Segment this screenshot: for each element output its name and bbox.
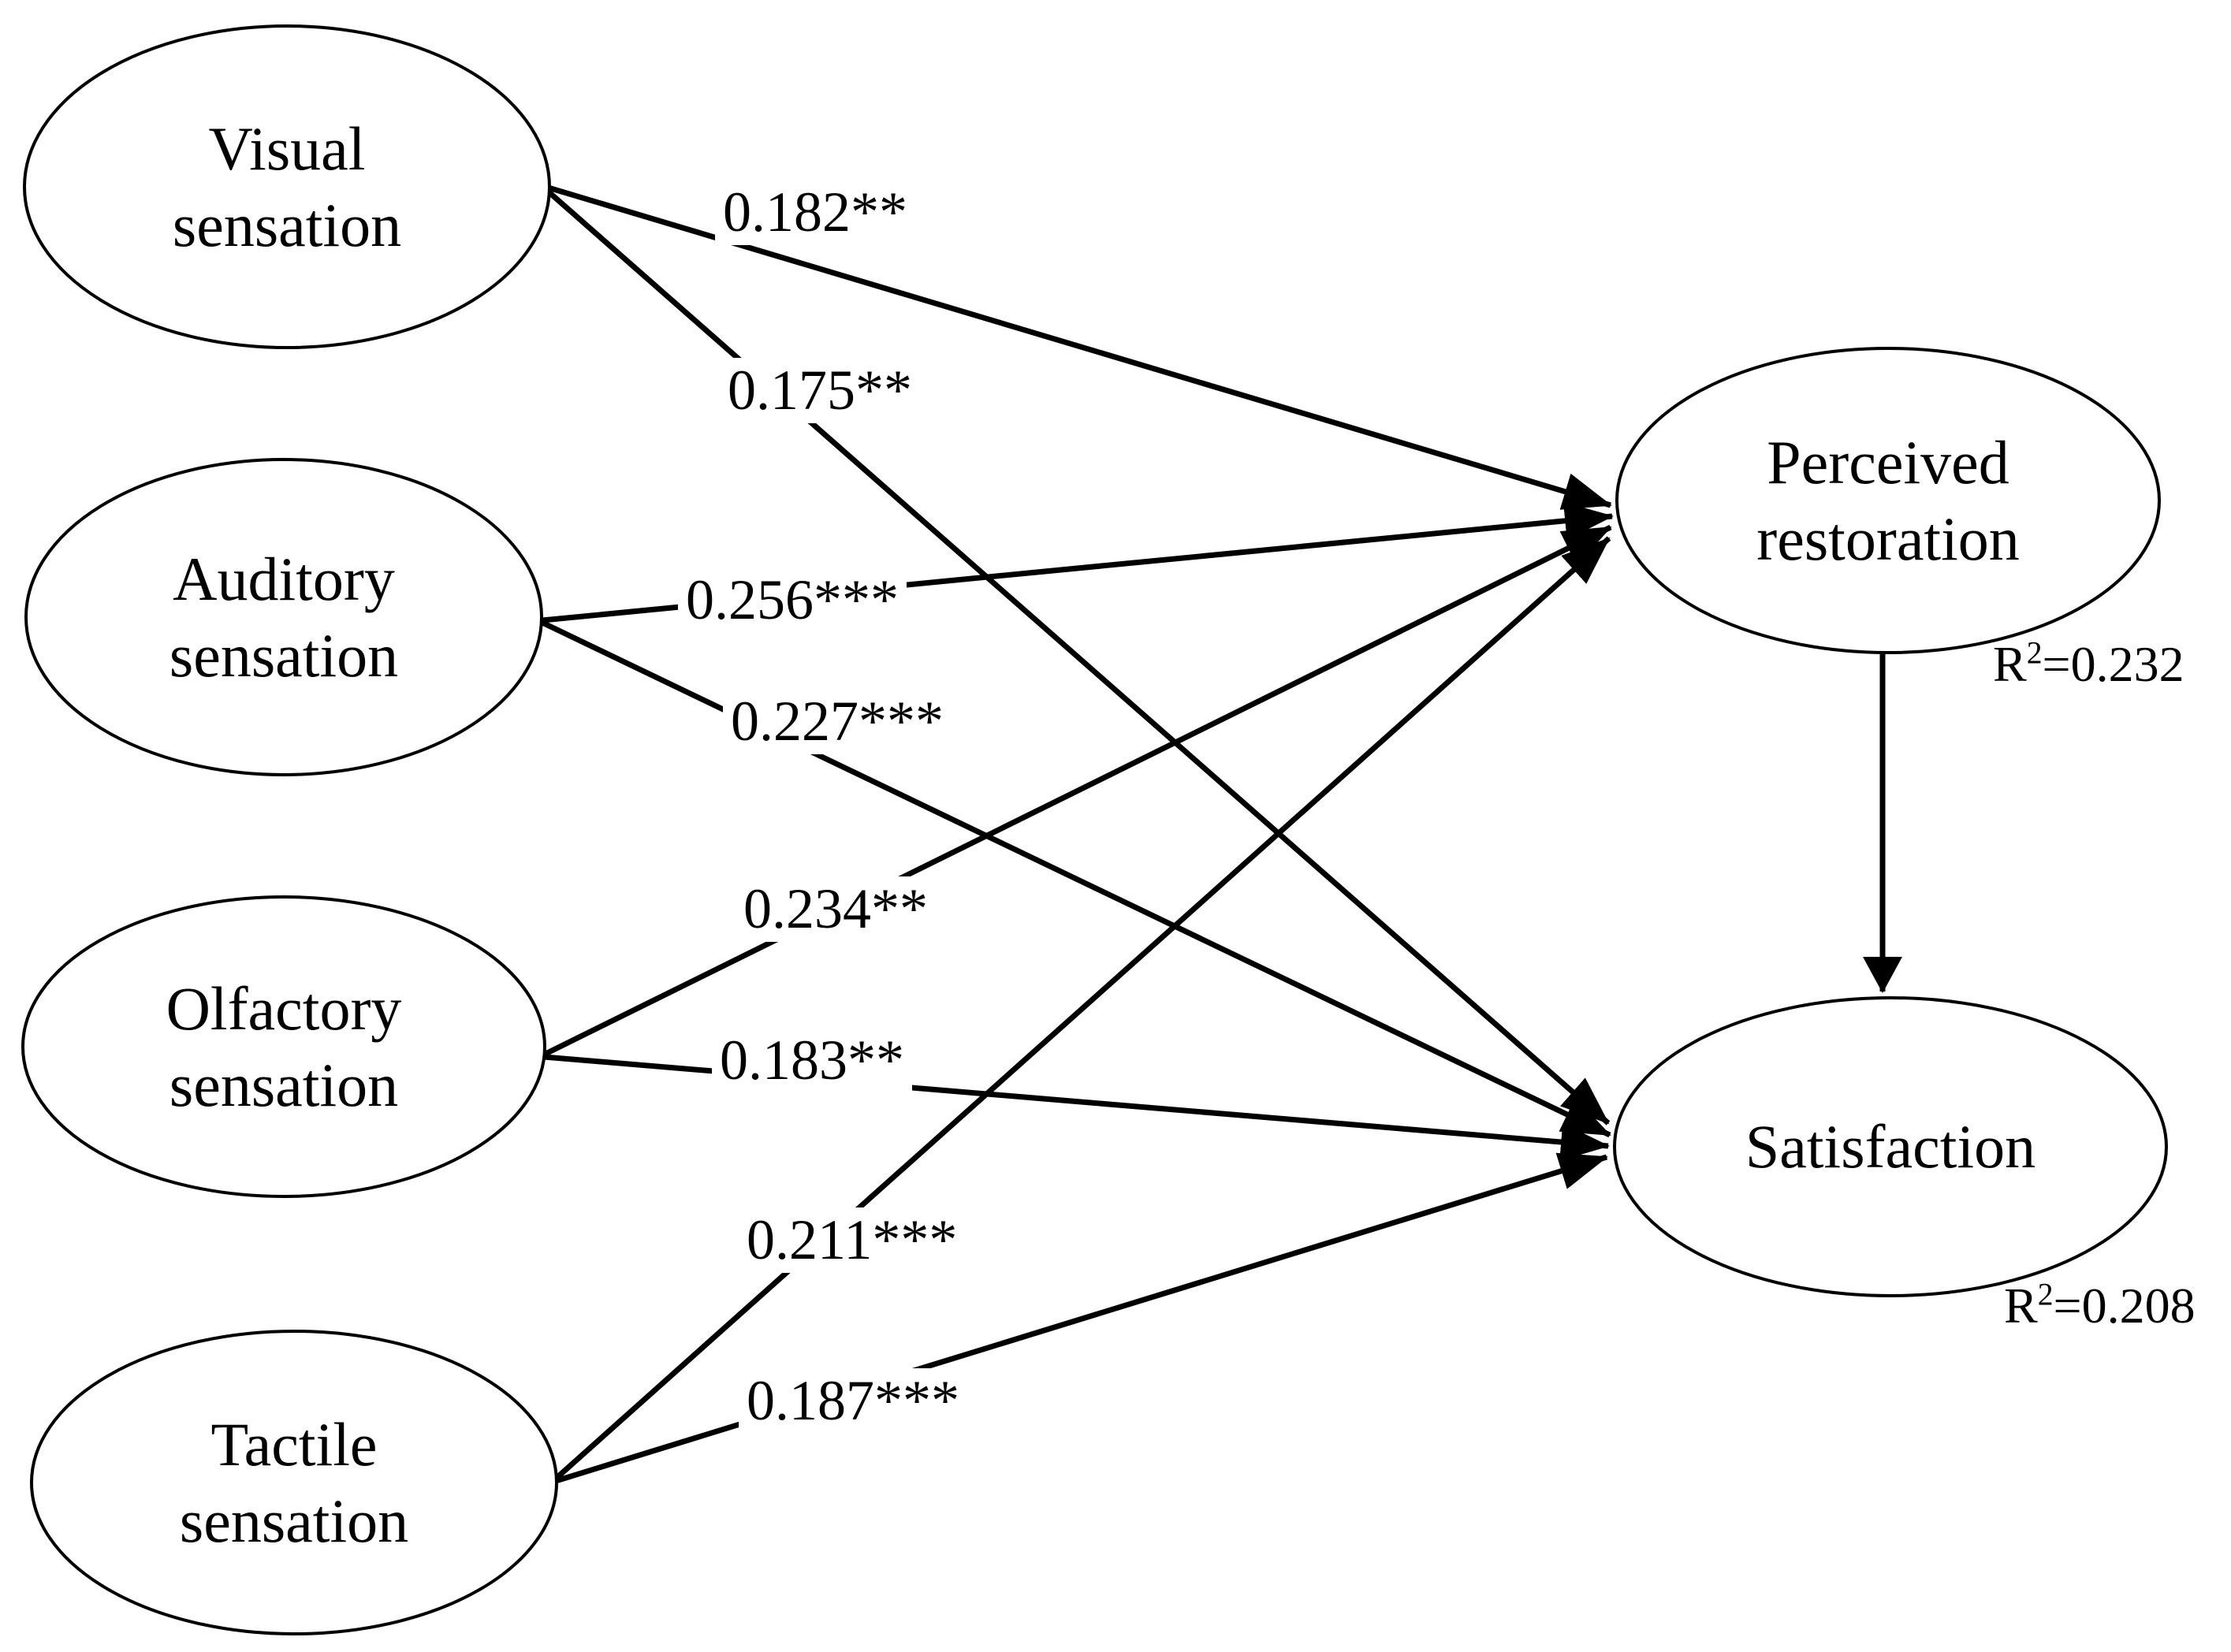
tactile-sensation-ellipse — [30, 1330, 558, 1635]
coef-auditory-to-satisfaction: 0.227*** — [723, 689, 952, 755]
coef-olfactory-to-satisfaction: 0.183** — [712, 1028, 912, 1094]
coef-olfactory-to-restoration: 0.234** — [736, 876, 936, 943]
satisfaction-ellipse — [1613, 996, 2168, 1297]
path-auditory-to-satisfaction — [541, 620, 1611, 1138]
path-visual-to-restoration — [544, 184, 1612, 510]
satisfaction-r2-base: R — [2004, 1278, 2038, 1334]
olfactory-sensation-ellipse — [21, 895, 546, 1198]
visual-sensation-ellipse — [23, 24, 551, 349]
path-tactile-to-restoration — [553, 536, 1611, 1481]
coef-visual-to-restoration: 0.182** — [715, 180, 915, 246]
satisfaction-r2-superscript: 2 — [2037, 1277, 2054, 1312]
coef-auditory-to-restoration: 0.256*** — [678, 567, 907, 634]
auditory-sensation-ellipse — [24, 458, 543, 776]
path-tactile-to-satisfaction — [554, 1152, 1608, 1484]
restoration-r2-base: R — [1993, 636, 2027, 692]
restoration-r2-superscript: 2 — [2026, 635, 2043, 671]
path-olfactory-to-restoration — [542, 524, 1612, 1058]
satisfaction-r2-label: R2=0.208 — [2004, 1278, 2196, 1334]
coef-tactile-to-satisfaction: 0.187*** — [739, 1368, 967, 1434]
satisfaction-r2-value: =0.208 — [2053, 1278, 2196, 1334]
restoration-r2-label: R2=0.232 — [1993, 635, 2184, 692]
perceived-restoration-ellipse — [1615, 347, 2161, 654]
coef-tactile-to-restoration: 0.211*** — [739, 1207, 966, 1274]
restoration-r2-value: =0.232 — [2042, 636, 2184, 692]
coef-visual-to-satisfaction: 0.175** — [720, 358, 920, 424]
path-olfactory-to-satisfaction — [543, 1054, 1610, 1161]
path-visual-to-satisfaction — [543, 187, 1611, 1126]
